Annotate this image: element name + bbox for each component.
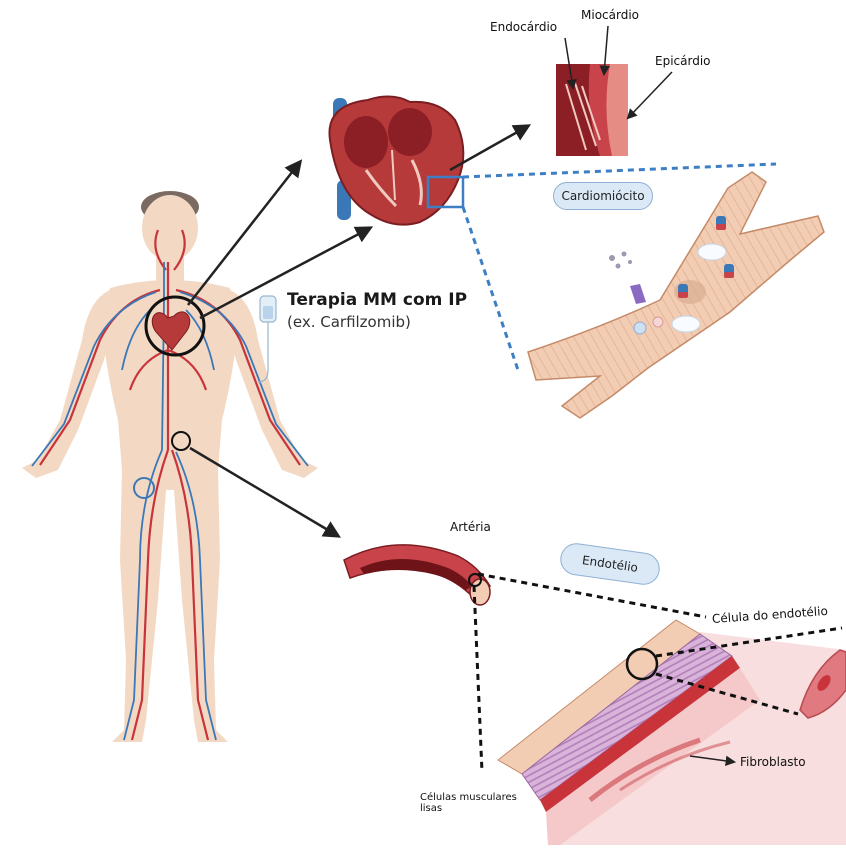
cardiomyocyte-pill: Cardiomiócito xyxy=(553,182,653,210)
heart-cross-section xyxy=(329,96,463,224)
label-artery: Artéria xyxy=(450,520,491,534)
label-fibroblast: Fibroblasto xyxy=(740,755,806,769)
human-body xyxy=(22,191,318,742)
epicardium-pointer xyxy=(628,72,672,118)
head xyxy=(142,195,198,261)
left-arm xyxy=(22,290,112,478)
label-epicardium: Epicárdio xyxy=(655,54,711,68)
heart-wall-detail xyxy=(556,64,628,156)
label-myocardium: Miocárdio xyxy=(581,8,639,22)
zoom-line-top xyxy=(463,164,776,177)
label-endocardium: Endocárdio xyxy=(490,20,557,34)
therapy-title: Terapia MM com IP xyxy=(287,290,467,310)
label-smooth-muscle-cells: Células musculares lisas xyxy=(420,792,520,814)
therapy-example: (ex. Carfilzomib) xyxy=(287,313,411,331)
legs xyxy=(112,468,228,742)
artery-segment xyxy=(344,545,490,605)
zoom-line-bottom xyxy=(463,207,518,370)
